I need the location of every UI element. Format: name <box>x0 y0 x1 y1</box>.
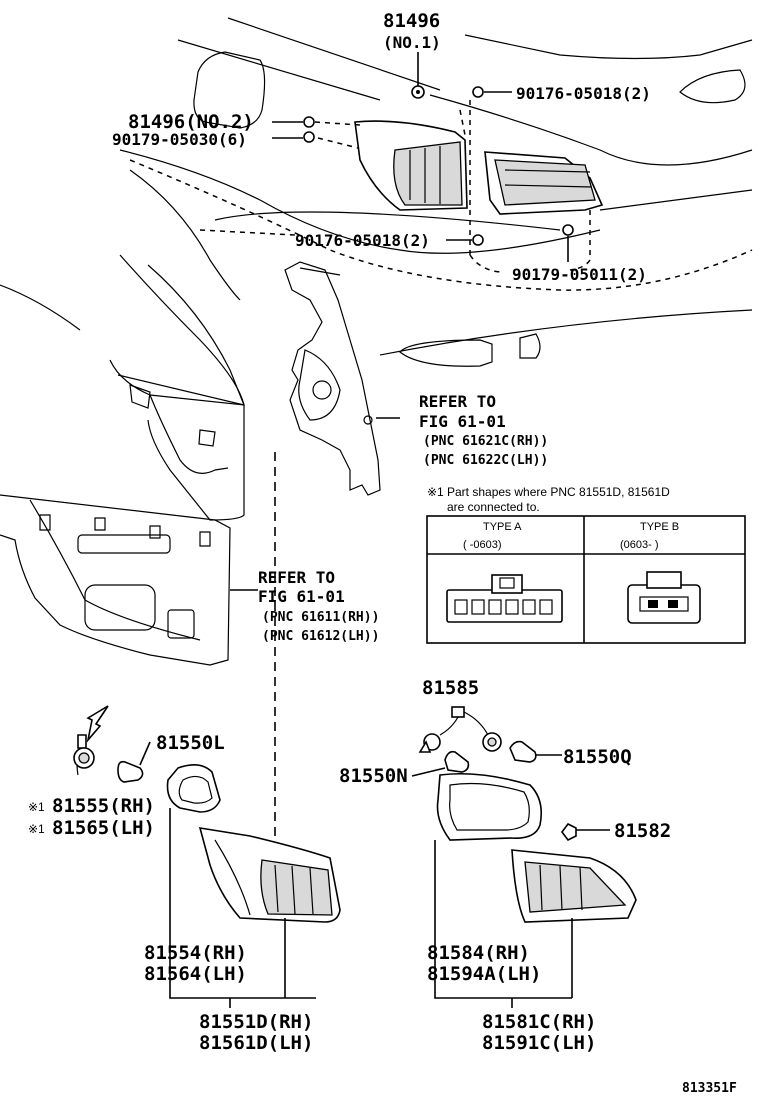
label-81550L: 81550L <box>156 732 225 754</box>
label-81564: 81564(LH) <box>144 963 247 985</box>
label-90179-05011: 90179-05011(2) <box>512 265 647 284</box>
refer2-line3: (PNC 61611(RH)) <box>262 610 379 625</box>
label-81496-no1-sub: (NO.1) <box>383 33 441 52</box>
label-81594A: 81594A(LH) <box>427 963 541 985</box>
label-81591C: 81591C(LH) <box>482 1032 596 1054</box>
refer1-line2: FIG 61-01 <box>419 412 506 431</box>
refer1-line1: REFER TO <box>419 392 496 411</box>
type-b-range: (0603- ) <box>620 539 659 551</box>
note-line2: are connected to. <box>447 500 540 514</box>
figure-id: 813351F <box>682 1081 737 1096</box>
refer2-line1: REFER TO <box>258 568 335 587</box>
label-90176-top: 90176-05018(2) <box>516 84 651 103</box>
note-line1: Part shapes where PNC 81551D, 81561D <box>447 485 670 499</box>
label-81554: 81554(RH) <box>144 942 247 964</box>
label-81565: 81565(LH) <box>52 817 155 839</box>
label-81581C: 81581C(RH) <box>482 1011 596 1033</box>
label-81550N: 81550N <box>339 765 408 787</box>
refer2-line2: FIG 61-01 <box>258 587 345 606</box>
type-a-range: ( -0603) <box>463 539 502 551</box>
label-81551D: 81551D(RH) <box>199 1011 313 1033</box>
label-81496-no1: 81496 <box>383 10 440 32</box>
mark-81565: ※1 <box>28 822 45 836</box>
label-81584: 81584(RH) <box>427 942 530 964</box>
type-a-label: TYPE A <box>483 521 522 533</box>
vehicle-body-outline <box>0 17 753 406</box>
label-81496-no2: 81496(NO.2) <box>128 111 254 133</box>
label-81561D: 81561D(LH) <box>199 1032 313 1054</box>
lower-left-parts <box>73 705 341 923</box>
leader-lines-top <box>199 52 569 591</box>
quarter-panel-outline <box>0 254 245 666</box>
lower-right-parts <box>411 706 637 923</box>
note-mark: ※1 <box>427 485 444 499</box>
trim-panel-outline <box>284 261 381 496</box>
label-81585: 81585 <box>422 677 479 699</box>
refer2-line4: (PNC 61612(LH)) <box>262 629 379 644</box>
upper-lamps <box>314 100 604 273</box>
refer1-line4: (PNC 61622C(LH)) <box>423 453 548 468</box>
label-90179-05030: 90179-05030(6) <box>112 130 247 149</box>
type-b-label: TYPE B <box>640 521 679 533</box>
leader-lines-lower <box>169 808 573 1008</box>
label-81550Q: 81550Q <box>563 746 632 768</box>
part-labels: 81496 (NO.1) 90176-05018(2) 81496(NO.2) … <box>28 10 737 1096</box>
refer1-line3: (PNC 61621C(RH)) <box>423 434 548 449</box>
connector-table <box>426 515 746 644</box>
mark-81555: ※1 <box>28 800 45 814</box>
label-81582: 81582 <box>614 820 671 842</box>
label-90176-mid: 90176-05018(2) <box>295 231 430 250</box>
label-81555: 81555(RH) <box>52 795 155 817</box>
